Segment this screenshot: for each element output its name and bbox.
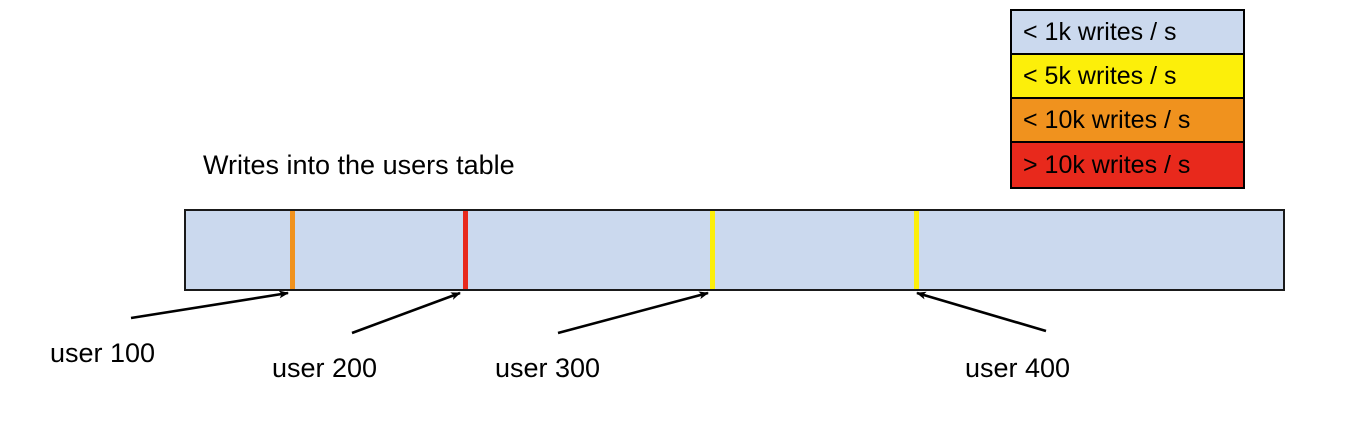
legend-label-lt-10k: < 10k writes / s bbox=[1023, 105, 1191, 134]
arrow-user-100 bbox=[130, 290, 289, 320]
arrow-user-300 bbox=[557, 291, 709, 335]
stripe-user-100 bbox=[290, 211, 295, 289]
callout-label-user-400: user 400 bbox=[965, 353, 1071, 383]
arrow-user-200 bbox=[351, 291, 461, 335]
callout-label-user-300: user 300 bbox=[495, 353, 601, 383]
legend-row-lt-10k: < 10k writes / s bbox=[1012, 99, 1243, 143]
legend-label-gt-10k: > 10k writes / s bbox=[1023, 150, 1191, 179]
chart-title: Writes into the users table bbox=[203, 150, 515, 180]
legend-row-gt-10k: > 10k writes / s bbox=[1012, 143, 1243, 187]
legend-row-lt-5k: < 5k writes / s bbox=[1012, 55, 1243, 99]
stripe-user-300 bbox=[710, 211, 715, 289]
legend-label-lt-1k: < 1k writes / s bbox=[1023, 17, 1177, 46]
legend-row-lt-1k: < 1k writes / s bbox=[1012, 11, 1243, 55]
stripe-user-200 bbox=[463, 211, 468, 289]
legend-label-lt-5k: < 5k writes / s bbox=[1023, 61, 1177, 90]
legend: < 1k writes / s < 5k writes / s < 10k wr… bbox=[1010, 9, 1245, 189]
callout-label-user-200: user 200 bbox=[272, 353, 378, 383]
stripe-user-400 bbox=[914, 211, 919, 289]
users-table-bar bbox=[184, 209, 1285, 291]
arrow-user-400 bbox=[916, 291, 1047, 333]
callout-label-user-100: user 100 bbox=[50, 338, 156, 368]
